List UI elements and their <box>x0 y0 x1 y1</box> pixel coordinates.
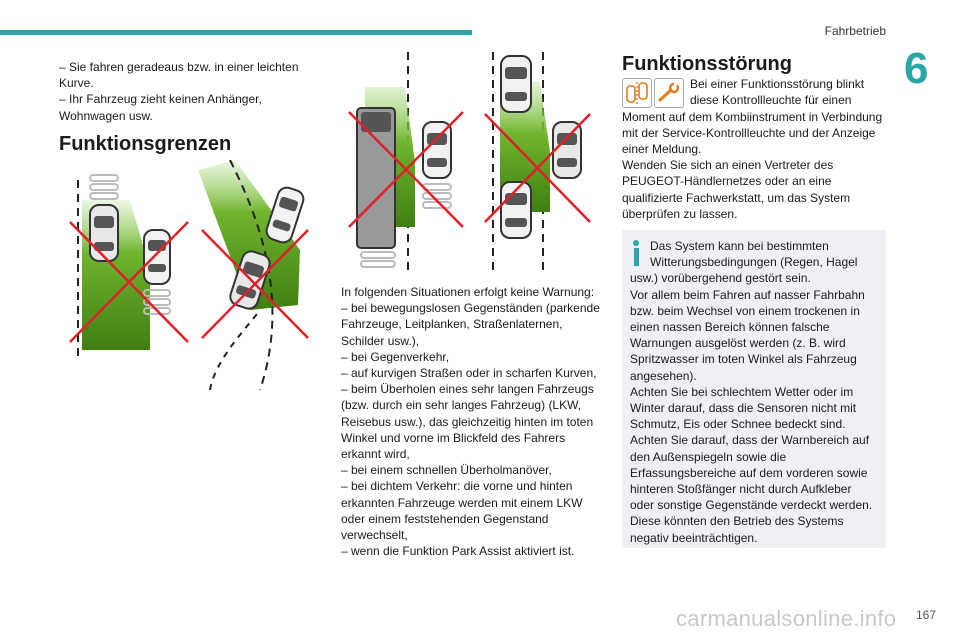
own-car-left <box>89 204 119 262</box>
ghost-car-left <box>89 174 119 200</box>
lane-curve-outer <box>209 309 261 391</box>
service-wrench-icon <box>654 78 684 109</box>
own-car-2a <box>422 121 452 209</box>
cross-mark-2b-b <box>484 113 591 223</box>
detection-zone-2b <box>500 82 550 212</box>
figure-limits-long-vehicle <box>348 52 591 274</box>
info-text: Das System kann bei bestimmten Witterung… <box>630 239 873 545</box>
truck <box>356 107 396 268</box>
other-car-left <box>143 229 171 315</box>
info-icon <box>630 240 642 268</box>
rear-car-2b <box>500 181 532 239</box>
other-car-right <box>265 186 305 244</box>
no-warning-situations: In folgenden Situationen erfolgt keine W… <box>341 285 600 559</box>
own-car-2b <box>552 121 582 179</box>
chapter-number: 6 <box>904 44 929 93</box>
column-left: – Sie fahren geradeaus bzw. in einer lei… <box>59 59 309 155</box>
cross-mark-left-b <box>69 221 189 343</box>
page-number: 167 <box>915 608 936 622</box>
column-right: Funktionsstörung Bei einer Funktionsstör… <box>622 53 886 222</box>
info-box: Das System kann bei bestimmten Witterung… <box>622 230 886 548</box>
blind-spot-warning-icon <box>622 78 652 109</box>
front-car-2b <box>500 55 532 113</box>
cross-mark-right-b <box>201 229 309 339</box>
section-title-limits: Funktionsgrenzen <box>59 132 232 155</box>
malfunction-text: Bei einer Funktionsstörung blinkt diese … <box>622 77 883 221</box>
watermark: carmanualsonline.info <box>676 606 897 631</box>
column-middle: In folgenden Situationen erfolgt keine W… <box>341 284 603 559</box>
header-title: Fahrbetrieb <box>824 24 886 38</box>
detection-zone-right <box>198 160 300 310</box>
intro-conditions: – Sie fahren geradeaus bzw. in einer lei… <box>59 60 299 123</box>
malfunction-block: Bei einer Funktionsstörung blinkt diese … <box>622 76 886 222</box>
section-title-malfunction: Funktionsstörung <box>622 53 792 75</box>
figure-limits-straight-curve <box>69 160 309 391</box>
warning-lamps <box>622 78 684 109</box>
header-accent-bar <box>0 30 472 35</box>
cross-mark-2a-b <box>348 111 464 228</box>
